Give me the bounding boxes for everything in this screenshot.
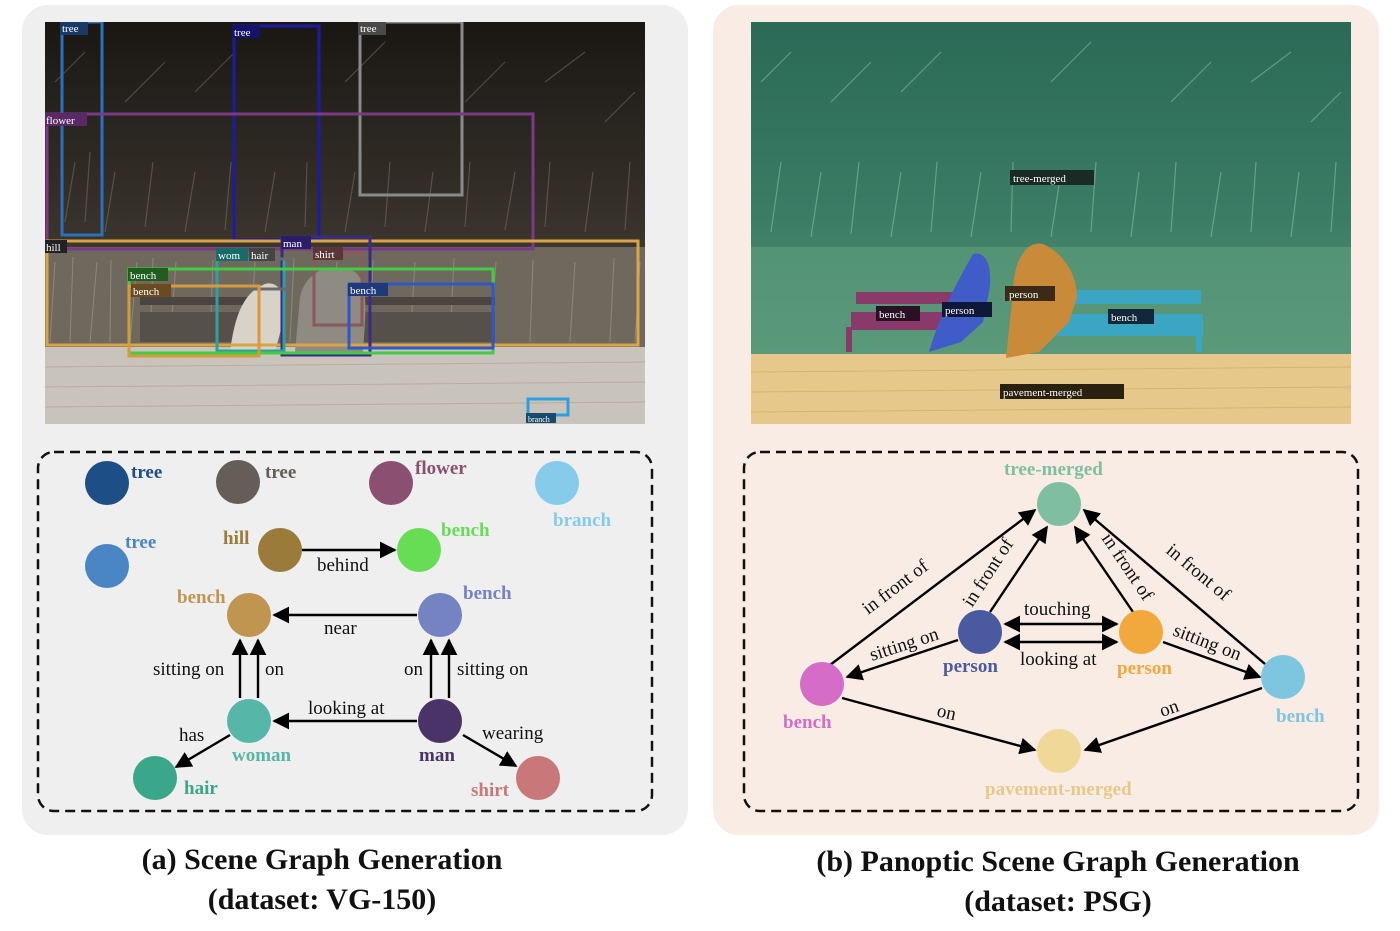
box-labels: tree tree tree flower hill man wom hair … xyxy=(45,22,556,424)
box-bench-tan xyxy=(127,284,261,358)
caption-a-dataset: (dataset: VG-150) xyxy=(207,883,437,916)
box-label-branch: branch xyxy=(528,415,550,424)
segment-labels: tree-merged person bench person bench pa… xyxy=(876,170,1154,399)
box-label-tree-3: tree xyxy=(360,23,377,35)
seg-label-person-orange: person xyxy=(1009,289,1039,301)
box-label-man: man xyxy=(283,238,302,250)
seg-label-tree-merged: tree-merged xyxy=(1013,173,1066,185)
box-tree-1 xyxy=(60,22,104,237)
seg-label-pavement-merged: pavement-merged xyxy=(1003,387,1083,399)
bench-left-seat xyxy=(140,312,250,342)
vg150-detection-svg: tree tree tree flower hill man wom hair … xyxy=(45,22,645,424)
caption-a: (a) Scene Graph Generation (dataset: VG-… xyxy=(22,840,622,920)
box-tree-3 xyxy=(358,22,464,197)
seg-label-bench-pink: bench xyxy=(879,309,906,321)
box-hill xyxy=(45,239,640,347)
bench-pink-back xyxy=(856,292,956,304)
caption-b-dataset: (dataset: PSG) xyxy=(964,885,1152,918)
bench-left-shape xyxy=(140,297,250,305)
pavement-texture xyxy=(45,361,645,408)
caption-a-title: (a) Scene Graph Generation xyxy=(141,843,503,876)
box-bench-blue xyxy=(347,282,495,350)
woman-silhouette xyxy=(230,283,285,352)
box-label-woman: wom xyxy=(218,250,240,262)
box-label-tree-2: tree xyxy=(234,27,251,39)
tree-texture xyxy=(760,41,1342,238)
caption-b: (b) Panoptic Scene Graph Generation (dat… xyxy=(708,842,1400,922)
foliage xyxy=(54,41,636,233)
vg150-detection-image: tree tree tree flower hill man wom hair … xyxy=(45,22,645,424)
pavement xyxy=(45,347,645,424)
seg-label-person-blue: person xyxy=(945,305,975,317)
bench-right-seat xyxy=(355,312,495,342)
box-label-hair: hair xyxy=(251,250,268,262)
psg-segmentation-svg: tree-merged person bench person bench pa… xyxy=(751,22,1351,424)
bench-cyan-back xyxy=(1056,290,1201,304)
seg-label-bench-cyan: bench xyxy=(1111,312,1138,324)
box-label-bench-3: bench xyxy=(350,285,377,297)
box-label-bench-1: bench xyxy=(130,270,157,282)
box-label-tree-1: tree xyxy=(62,23,79,35)
bench-cyan-seat xyxy=(1051,314,1203,336)
box-label-shirt: shirt xyxy=(315,249,335,261)
bench-right-shape xyxy=(355,297,495,305)
box-label-flower: flower xyxy=(46,115,75,127)
box-label-hill: hill xyxy=(46,242,61,254)
caption-b-title: (b) Panoptic Scene Graph Generation xyxy=(816,845,1300,878)
box-label-bench-2: bench xyxy=(133,286,160,298)
psg-segmentation-image: tree-merged person bench person bench pa… xyxy=(751,22,1351,424)
